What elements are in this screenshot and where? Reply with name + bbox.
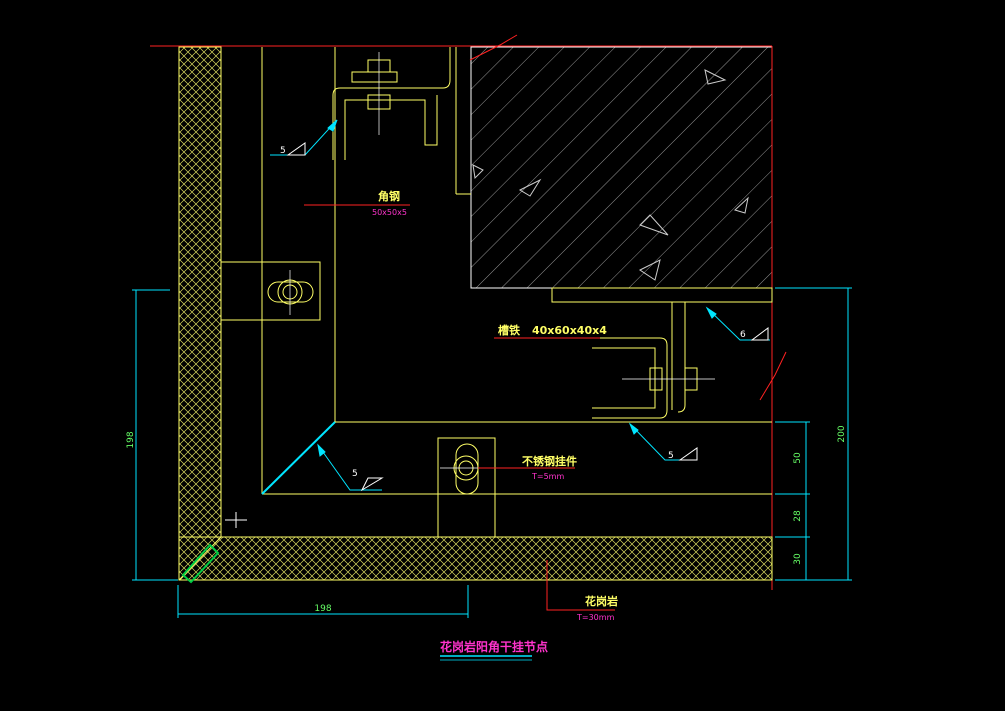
- dim-right-total: 200: [837, 425, 847, 442]
- weld-label-right-upper: 6: [740, 330, 746, 340]
- label-channel-iron: 槽铁: [498, 323, 520, 337]
- label-stainless-hanger: 不锈钢挂件: [522, 454, 577, 468]
- label-angle-steel: 角钢: [378, 189, 400, 203]
- steel-frame: [261, 47, 773, 495]
- bolt-right: [622, 367, 715, 391]
- label-granite-thickness: T=30mm: [576, 613, 615, 622]
- weld-label-top: 5: [280, 146, 286, 156]
- annotation-leaders: [304, 204, 615, 611]
- bracket-bottom: [437, 437, 496, 538]
- dim-left-vertical: 198: [126, 431, 136, 448]
- weld-label-center: 5: [352, 469, 358, 479]
- break-mark-right: [759, 351, 787, 401]
- bracket-left: [220, 261, 321, 321]
- concrete-wall: [470, 46, 773, 289]
- weld-label-right-lower: 5: [668, 451, 674, 461]
- break-mark-top: [469, 34, 518, 61]
- granite-panel-left: [178, 46, 222, 538]
- dimension-lines: [132, 287, 852, 618]
- label-channel-spec: 40x60x40x4: [532, 324, 607, 337]
- dim-right-lower: 30: [793, 553, 803, 565]
- weld-triangles: [286, 142, 769, 492]
- dim-right-middle: 28: [793, 510, 803, 522]
- label-granite: 花岗岩: [585, 594, 618, 608]
- sealant-corner: [181, 512, 247, 584]
- dim-right-upper: 50: [793, 452, 803, 464]
- drawing-title: 花岗岩阳角干挂节点: [440, 639, 548, 654]
- label-angle-steel-spec: 50x50x5: [372, 208, 407, 217]
- bolt-top: [351, 52, 398, 135]
- dim-bottom-horizontal: 198: [314, 604, 331, 614]
- label-stainless-thickness: T=5mm: [531, 472, 564, 481]
- granite-panel-bottom: [178, 536, 773, 581]
